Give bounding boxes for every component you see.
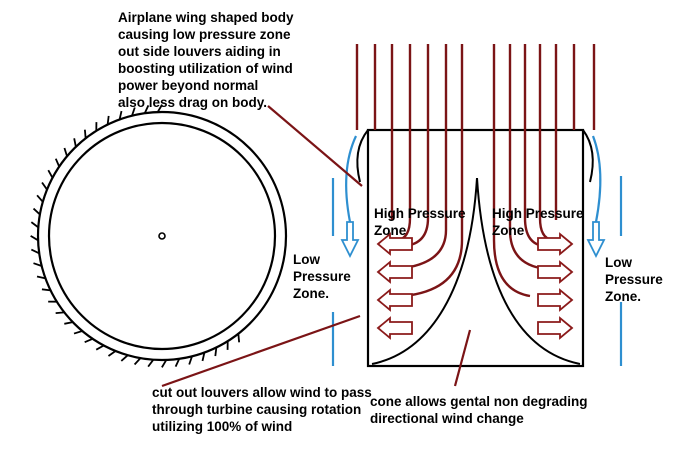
right-wing-curve (583, 130, 593, 182)
low-pressure-indicators (333, 136, 621, 366)
louver-tick (64, 148, 67, 156)
wind-flow-lines (357, 44, 594, 296)
louver-tick (31, 222, 38, 227)
low-pressure-right-line: Zone. (605, 288, 663, 305)
turbine-rotor (31, 105, 286, 368)
wing-body-note-line: causing low pressure zone (118, 26, 294, 43)
louver-tick (108, 351, 115, 356)
leader-louvers (162, 316, 360, 386)
pressure-arrow-right (538, 318, 572, 338)
cone-note-line: directional wind change (370, 410, 588, 427)
louvers-note-line: cut out louvers allow wind to pass (152, 384, 372, 401)
louver-tick (135, 358, 141, 364)
wing-body-note-line: also less drag on body. (118, 94, 294, 111)
louver-tick (85, 339, 93, 342)
rotor-hub (159, 233, 165, 239)
high-pressure-left-line: High Pressure (374, 205, 466, 222)
louvers-note-line: through turbine causing rotation (152, 401, 372, 418)
leader-wing (268, 106, 362, 186)
high-pressure-left-line: Zone (374, 222, 466, 239)
pressure-arrow-left (378, 262, 412, 282)
pressure-arrow-right (538, 262, 572, 282)
rotor-outer-circle (38, 112, 286, 360)
low-pressure-right-line: Low (605, 254, 663, 271)
louver-tick (56, 312, 65, 313)
louver-tick (42, 182, 47, 189)
high-pressure-right-line: Zone (492, 222, 584, 239)
cone-note-line: cone allows gental non degrading (370, 393, 588, 410)
low-pressure-left-line: Zone. (293, 285, 351, 302)
louver-tick (96, 345, 104, 349)
pressure-arrow-right (538, 290, 572, 310)
louver-ticks (31, 105, 239, 368)
louver-tick (37, 195, 43, 202)
pressure-arrow-left (378, 318, 412, 338)
louvers-note-line: utilizing 100% of wind (152, 418, 372, 435)
louver-tick (148, 360, 153, 367)
low-pressure-left-line: Pressure (293, 268, 351, 285)
louver-tick (74, 138, 76, 147)
louver-tick (238, 334, 239, 343)
low-pressure-right-line: Pressure (605, 271, 663, 288)
left-wing-curve (357, 130, 368, 182)
wing-body-note-line: Airplane wing shaped body (118, 9, 294, 26)
louver-tick (121, 355, 128, 361)
low-pressure-curve-right (593, 136, 600, 222)
leader-cone (455, 330, 470, 386)
low-pressure-left-line: Low (293, 251, 351, 268)
louver-tick (108, 116, 109, 125)
louver-tick (42, 289, 51, 290)
louver-tick (34, 209, 40, 215)
high-pressure-right-line: High Pressure (492, 205, 584, 222)
wing-body-note-line: out side louvers aiding in (118, 43, 294, 60)
leader-lines (162, 106, 470, 386)
low-pressure-arrow-right (588, 222, 604, 256)
rotor-inner-circle (49, 123, 275, 349)
louver-tick (48, 170, 52, 178)
louver-tick (215, 347, 216, 356)
wing-body-note-line: power beyond normal (118, 77, 294, 94)
louver-tick (64, 322, 73, 324)
pressure-arrows (378, 234, 572, 338)
louver-tick (56, 159, 59, 167)
pressure-arrow-left (378, 290, 412, 310)
louver-tick (74, 331, 82, 334)
wing-body-note-line: boosting utilization of wind (118, 60, 294, 77)
louver-tick (85, 130, 86, 139)
